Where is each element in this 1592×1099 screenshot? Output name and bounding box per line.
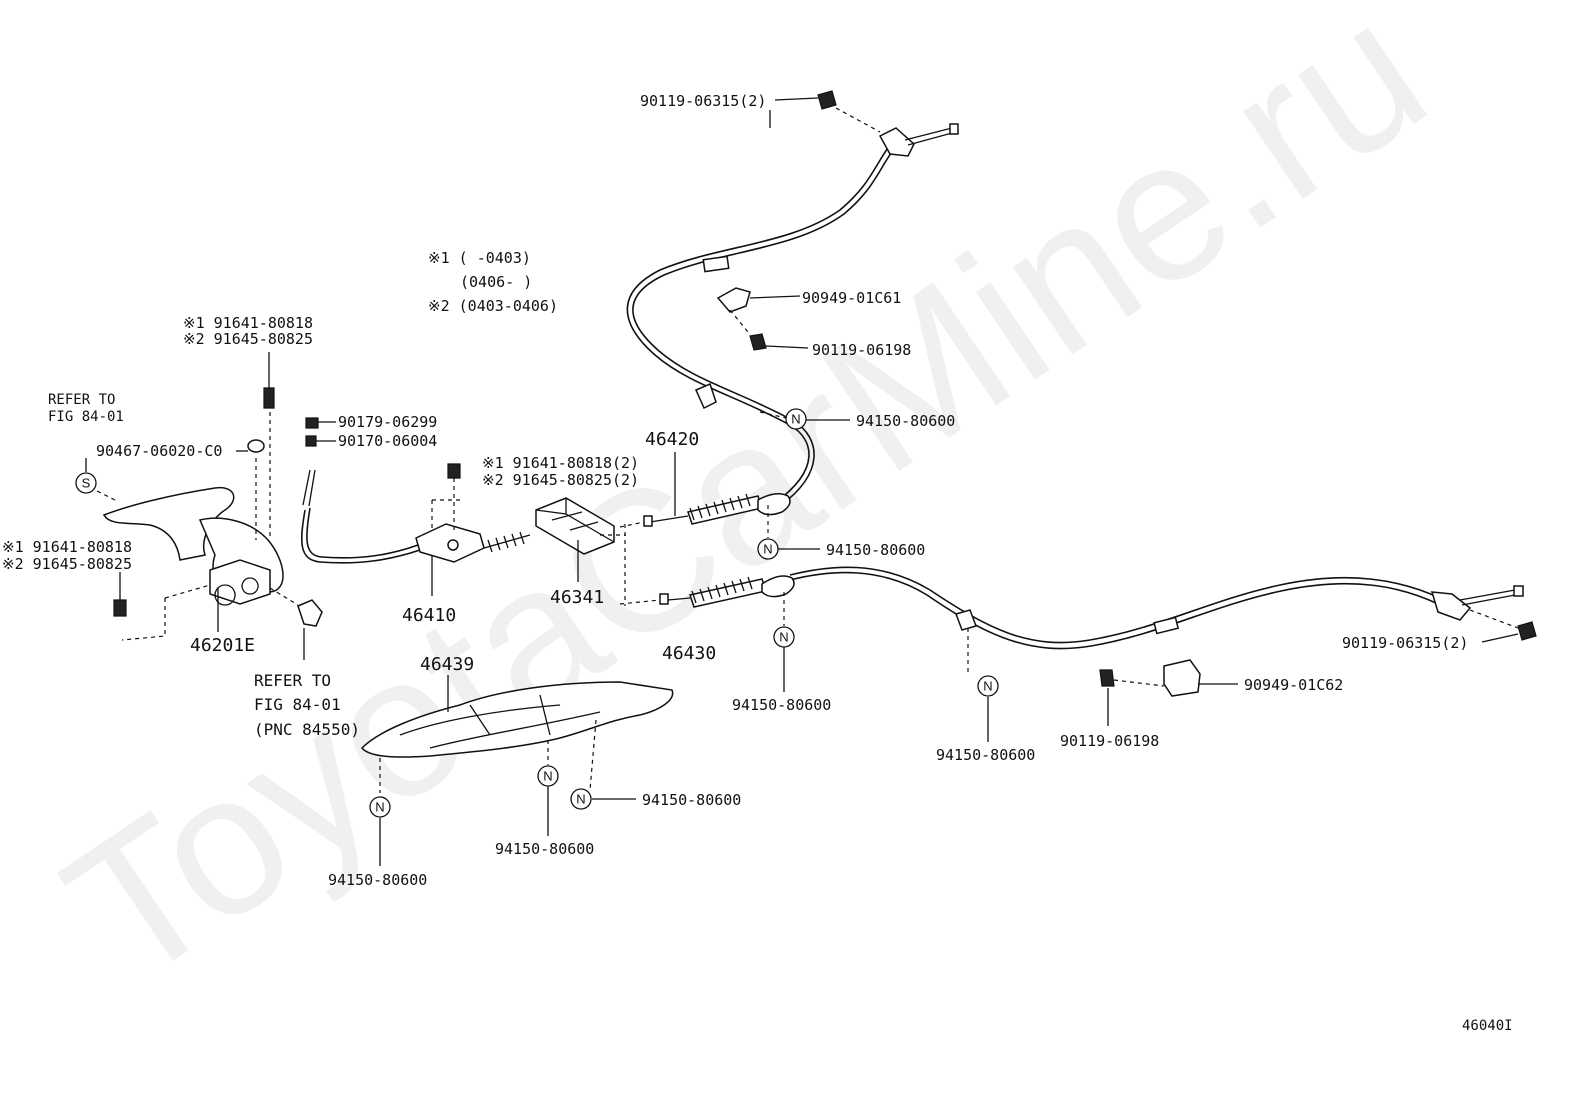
- front-cable-46410: [300, 469, 531, 596]
- label-90119-06198-top: 90119-06198: [812, 341, 911, 359]
- nut-symbol-d: N: [977, 675, 999, 697]
- label-left-bolt-1: ※1 91641-80818: [2, 538, 132, 556]
- refer-bottom-line-1: REFER TO: [254, 671, 331, 690]
- label-94150-80600-a: 94150-80600: [856, 412, 955, 430]
- legend-line-3: ※2 (0403-0406): [428, 297, 558, 315]
- label-46341: 46341: [550, 587, 604, 608]
- label-46430: 46430: [662, 643, 716, 664]
- label-46439: 46439: [420, 654, 474, 675]
- refer-top-line-2: FIG 84-01: [48, 409, 124, 425]
- nut-symbol-e: N: [369, 796, 391, 818]
- nut-symbol-b: N: [757, 538, 779, 560]
- label-90119-06198-bottom: 90119-06198: [1060, 732, 1159, 750]
- figure-code: 46040I: [1462, 1018, 1513, 1034]
- fasteners: [85, 90, 1537, 866]
- label-90170-06004: 90170-06004: [338, 432, 437, 450]
- cable-46430: [659, 566, 1524, 650]
- special-symbol: S: [75, 472, 97, 494]
- watermark: ToyotaCarMine.ru: [29, 0, 1462, 1026]
- svg-text:N: N: [576, 792, 585, 807]
- label-46410: 46410: [402, 605, 456, 626]
- svg-text:N: N: [983, 679, 992, 694]
- label-90949-01C62: 90949-01C62: [1244, 676, 1343, 694]
- svg-text:N: N: [779, 630, 788, 645]
- svg-text:N: N: [543, 769, 552, 784]
- svg-text:S: S: [82, 476, 91, 491]
- refer-bottom-line-3: (PNC 84550): [254, 720, 360, 739]
- nut-symbol-g: N: [570, 788, 592, 810]
- refer-bottom-line-2: FIG 84-01: [254, 695, 341, 714]
- svg-text:N: N: [375, 800, 384, 815]
- label-90949-01C61: 90949-01C61: [802, 289, 901, 307]
- label-94150-80600-e: 94150-80600: [642, 791, 741, 809]
- svg-text:N: N: [791, 412, 800, 427]
- label-46201E: 46201E: [190, 635, 255, 656]
- equalizer-46341: [535, 497, 661, 606]
- label-90179-06299: 90179-06299: [338, 413, 437, 431]
- label-mid-bolt-1: ※1 91641-80818(2): [482, 454, 639, 472]
- label-mid-bolt-2: ※2 91645-80825(2): [482, 471, 639, 489]
- label-90119-06315-right: 90119-06315(2): [1342, 634, 1468, 652]
- label-left-bolt-2: ※2 91645-80825: [2, 555, 132, 573]
- parking-brake-lever-46201E: [94, 412, 299, 641]
- svg-text:N: N: [763, 542, 772, 557]
- label-90467-06020-C0: 90467-06020-C0: [96, 442, 222, 460]
- cover-46439: [360, 675, 674, 793]
- refer-top-line-1: REFER TO: [48, 392, 115, 408]
- nut-symbol-a: N: [785, 408, 807, 430]
- nut-symbol-c: N: [773, 626, 795, 648]
- label-lever-bolt-2: ※2 91645-80825: [183, 330, 313, 348]
- label-94150-80600-g: 94150-80600: [328, 871, 427, 889]
- label-lever-bolt-1: ※1 91641-80818: [183, 314, 313, 332]
- label-94150-80600-d: 94150-80600: [936, 746, 1035, 764]
- label-94150-80600-f: 94150-80600: [495, 840, 594, 858]
- label-94150-80600-c: 94150-80600: [732, 696, 831, 714]
- legend-line-1: ※1 ( -0403): [428, 249, 531, 267]
- legend-line-2: (0406- ): [460, 273, 532, 291]
- label-46420: 46420: [645, 429, 699, 450]
- nut-symbol-f: N: [537, 765, 559, 787]
- label-90119-06315-top: 90119-06315(2): [640, 92, 766, 110]
- label-94150-80600-b: 94150-80600: [826, 541, 925, 559]
